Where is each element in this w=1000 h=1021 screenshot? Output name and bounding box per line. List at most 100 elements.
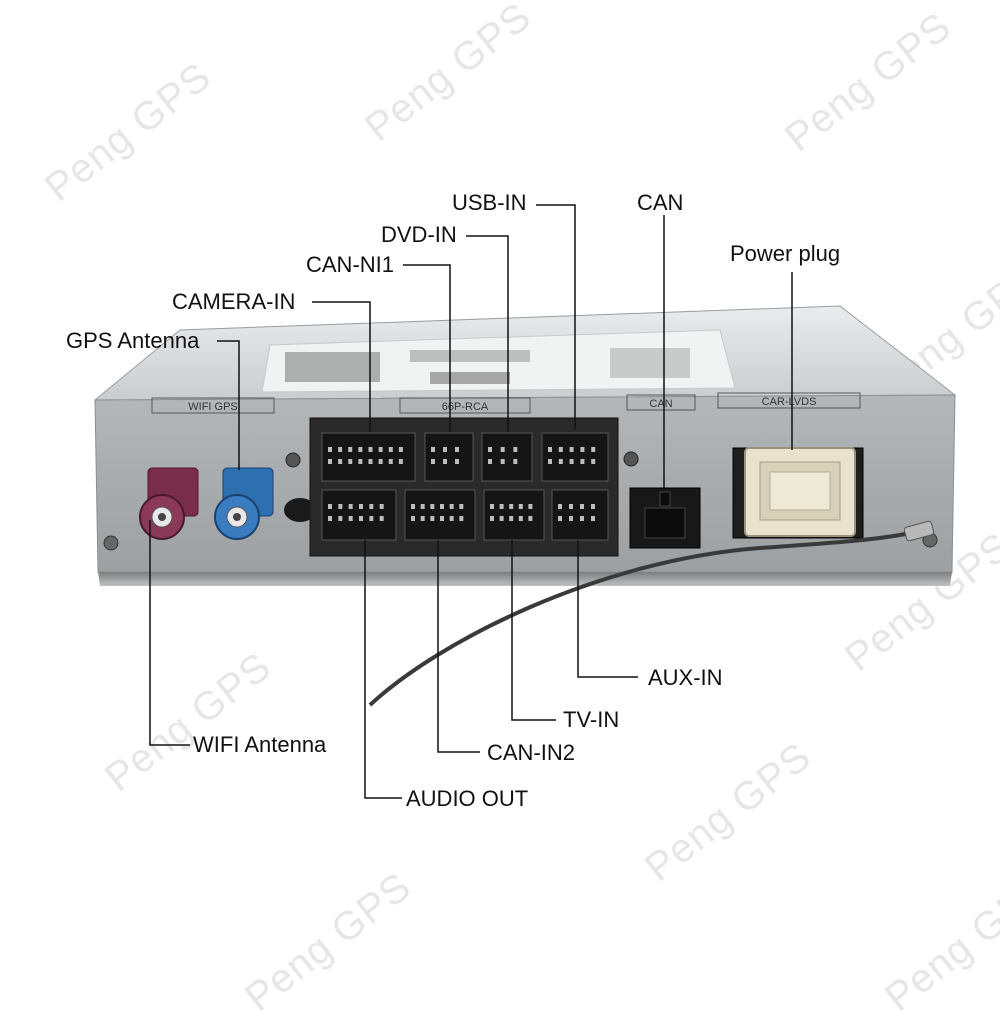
pin <box>359 516 363 521</box>
pin <box>368 459 373 464</box>
pin <box>488 459 492 464</box>
port-aux-in <box>551 489 609 541</box>
pin <box>449 504 454 509</box>
pin <box>369 504 374 509</box>
pin <box>490 516 494 521</box>
port-camera-in <box>321 432 416 482</box>
pin <box>490 504 494 509</box>
callout-lines <box>149 204 793 799</box>
pin <box>500 459 505 464</box>
pin <box>558 447 563 452</box>
pin <box>358 447 363 452</box>
pin <box>388 447 393 452</box>
panel-label-rca: 66P-RCA <box>442 401 489 413</box>
pin <box>513 459 518 464</box>
pin <box>580 504 584 509</box>
pin <box>338 504 343 509</box>
pin <box>369 516 374 521</box>
port-dvd-in <box>481 432 533 482</box>
pin <box>368 447 373 452</box>
pin <box>328 504 332 509</box>
callout-dvd-in: DVD-IN <box>381 222 457 247</box>
pin <box>328 459 332 464</box>
pin <box>558 516 562 521</box>
pin <box>443 459 447 464</box>
connector-pins <box>328 447 596 521</box>
pin <box>528 516 533 521</box>
pin <box>440 504 444 509</box>
pin <box>388 459 393 464</box>
pin <box>440 516 444 521</box>
port-usb-in <box>541 432 609 482</box>
pin <box>518 516 523 521</box>
pin <box>338 447 343 452</box>
pin <box>348 516 353 521</box>
callout-tv-in: TV-IN <box>563 707 620 732</box>
pin <box>569 504 573 509</box>
pin <box>338 516 343 521</box>
label-text-block <box>430 372 510 384</box>
callout-aux-in: AUX-IN <box>648 665 723 690</box>
antenna-cable <box>368 530 916 707</box>
screw <box>103 535 119 551</box>
pin <box>580 459 585 464</box>
pin <box>359 504 363 509</box>
pin <box>548 459 552 464</box>
pin <box>591 516 595 521</box>
pin <box>348 447 353 452</box>
panel-label-can: CAN <box>649 398 672 410</box>
pin <box>459 504 464 509</box>
pin <box>569 447 574 452</box>
pin <box>591 504 595 509</box>
pin <box>449 516 454 521</box>
pin <box>378 459 383 464</box>
pin <box>398 447 403 452</box>
panel-label-car-lvds: CAR-LVDS <box>762 396 817 408</box>
callout-audio-out: AUDIO OUT <box>406 786 529 811</box>
callout-usb-in: USB-IN <box>452 190 527 215</box>
antenna-cable-tip <box>903 520 935 542</box>
pin <box>348 504 353 509</box>
label-text-block <box>410 350 530 362</box>
pin <box>569 459 574 464</box>
callout-can: CAN <box>637 190 684 215</box>
label-text-block <box>610 348 690 378</box>
pin <box>411 516 415 521</box>
screw <box>623 451 639 467</box>
pin <box>558 504 562 509</box>
pin <box>430 516 435 521</box>
pin <box>328 516 332 521</box>
port-can-ni1 <box>424 432 474 482</box>
pin <box>548 447 552 452</box>
pin <box>378 447 383 452</box>
pin <box>431 459 435 464</box>
callout-gps-antenna: GPS Antenna <box>66 328 200 353</box>
port-can-in2 <box>404 489 476 541</box>
pin <box>420 516 425 521</box>
pin <box>455 447 459 452</box>
callout-camera-in: CAMERA-IN <box>172 289 296 314</box>
screw <box>285 452 301 468</box>
callout-can-in2: CAN-IN2 <box>487 740 576 765</box>
pin <box>455 459 459 464</box>
pin <box>513 447 518 452</box>
callout-wifi-antenna: WIFI Antenna <box>193 732 327 757</box>
pin <box>509 504 514 509</box>
pin <box>430 504 435 509</box>
vent-hole <box>284 498 316 522</box>
port-tv-in <box>483 489 545 541</box>
callout-power-plug: Power plug <box>730 241 841 266</box>
pin <box>500 447 505 452</box>
pin <box>379 516 384 521</box>
callout-can-ni1: CAN-NI1 <box>306 252 395 277</box>
port-audio-out <box>321 489 397 541</box>
pin <box>509 516 514 521</box>
pin <box>499 516 504 521</box>
pin <box>411 504 415 509</box>
pin <box>580 516 584 521</box>
product-photo: Peng GPS Peng GPS Peng GPS Peng GPS Peng… <box>37 0 1000 1020</box>
pin <box>443 447 447 452</box>
pin <box>591 459 596 464</box>
pin <box>348 459 353 464</box>
pin <box>558 459 563 464</box>
